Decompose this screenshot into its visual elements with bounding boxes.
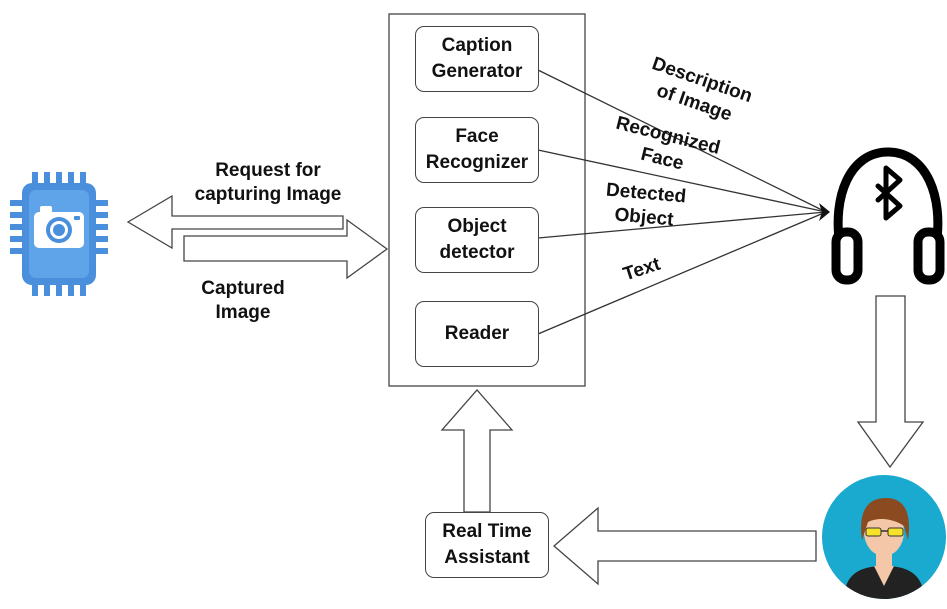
object-detector-box: Object detector (415, 207, 539, 273)
captured-arrow (183, 218, 389, 280)
object-detector-label: Object detector (439, 216, 515, 263)
face-recognizer-label: Face Recognizer (425, 126, 529, 173)
down-arrow (856, 295, 925, 469)
real-time-assistant-box: Real Time Assistant (425, 512, 549, 578)
request-arrow (126, 194, 344, 250)
connector-caption (537, 69, 827, 213)
connector-arrowhead (819, 203, 830, 221)
connector-face (537, 149, 827, 213)
real-time-assistant-label: Real Time Assistant (442, 521, 532, 568)
bluetooth-headphones-icon (831, 147, 945, 285)
reader-label: Reader (444, 323, 510, 344)
up-arrow (440, 389, 514, 513)
face-recognizer-box: Face Recognizer (415, 117, 539, 183)
caption-generator-box: Caption Generator (415, 26, 539, 92)
reader-box: Reader (415, 301, 539, 367)
user-avatar-icon (822, 475, 946, 599)
captured-label: Captured Image (201, 278, 285, 323)
camera-chip-icon (10, 172, 108, 296)
caption-generator-label: Caption Generator (431, 35, 523, 82)
connector-reader (537, 211, 827, 335)
left-arrow (553, 506, 817, 586)
connector-object (537, 211, 827, 239)
request-label: Request for capturing Image (194, 160, 342, 205)
